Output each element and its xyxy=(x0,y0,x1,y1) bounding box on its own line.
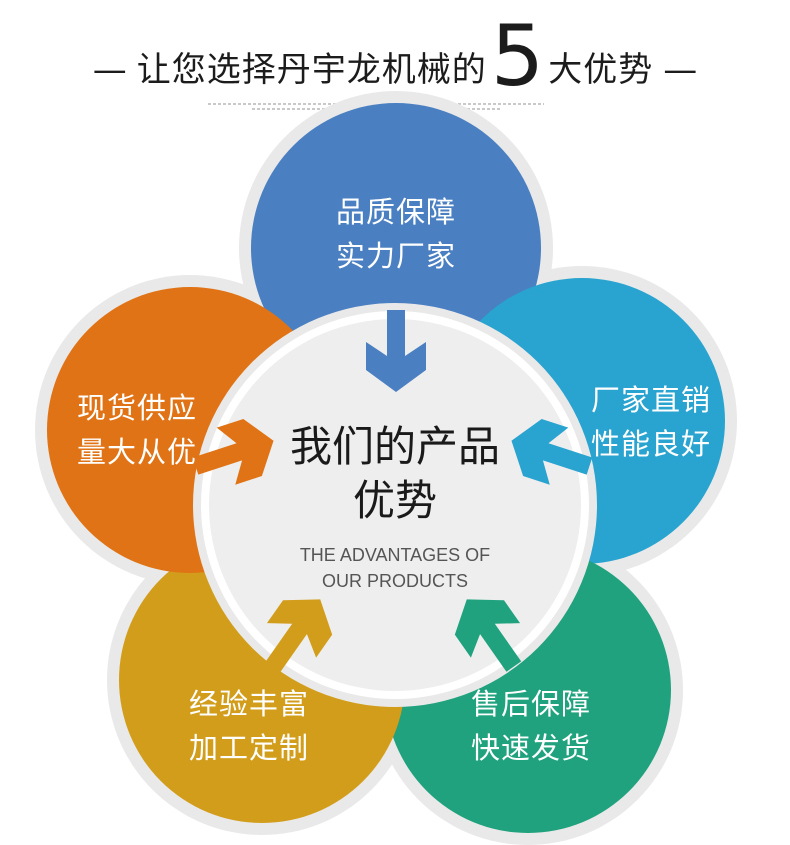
arrow-from-right-icon xyxy=(511,418,593,485)
center-subtitle-line2: OUR PRODUCTS xyxy=(321,571,468,591)
petal-bottom-left-label: 经验丰富 加工定制 xyxy=(164,682,334,770)
page-title: — 让您选择丹宇龙机械的 5 大优势 — xyxy=(0,14,790,98)
center-title: 我们的产品 优势 xyxy=(250,420,540,528)
petal-bottom-right-line2: 快速发货 xyxy=(470,731,591,765)
petal-left-line1: 现货供应 xyxy=(76,391,197,425)
petal-right-line2: 性能良好 xyxy=(590,427,711,461)
petal-left-label: 现货供应 量大从优 xyxy=(52,386,222,474)
arrow-from-bottom-left-icon xyxy=(265,599,333,672)
petal-bottom-right-label: 售后保障 快速发货 xyxy=(446,682,616,770)
title-number: 5 xyxy=(490,7,545,105)
petal-top-label: 品质保障 实力厂家 xyxy=(300,190,492,278)
petal-bottom-left-line2: 加工定制 xyxy=(188,731,309,765)
arrows xyxy=(192,310,593,672)
center-subtitle-line1: THE ADVANTAGES OF xyxy=(299,545,491,565)
arrow-from-left-icon xyxy=(192,418,274,485)
title-dash-right: — xyxy=(663,50,698,90)
petal-top-line1: 品质保障 xyxy=(335,195,456,229)
center-circle xyxy=(209,319,581,691)
title-dash-left: — xyxy=(92,50,127,90)
petal-right-line1: 厂家直销 xyxy=(590,383,711,417)
petal-bottom-right-line1: 售后保障 xyxy=(470,687,591,721)
title-main-text: 让您选择丹宇龙机械的 xyxy=(136,50,487,90)
center-subtitle-en: THE ADVANTAGES OF OUR PRODUCTS xyxy=(250,542,540,594)
arrow-from-top-icon xyxy=(366,310,426,392)
petal-bottom-left-line1: 经验丰富 xyxy=(188,687,309,721)
arrow-from-bottom-right-icon xyxy=(454,599,522,672)
petal-right-label: 厂家直销 性能良好 xyxy=(566,378,736,466)
petal-top-line2: 实力厂家 xyxy=(335,239,456,273)
center-title-line1: 我们的产品 xyxy=(289,422,500,471)
center-title-line2: 优势 xyxy=(352,476,437,525)
petal-left-line2: 量大从优 xyxy=(76,435,197,469)
title-tail-text: 大优势 xyxy=(548,50,654,90)
